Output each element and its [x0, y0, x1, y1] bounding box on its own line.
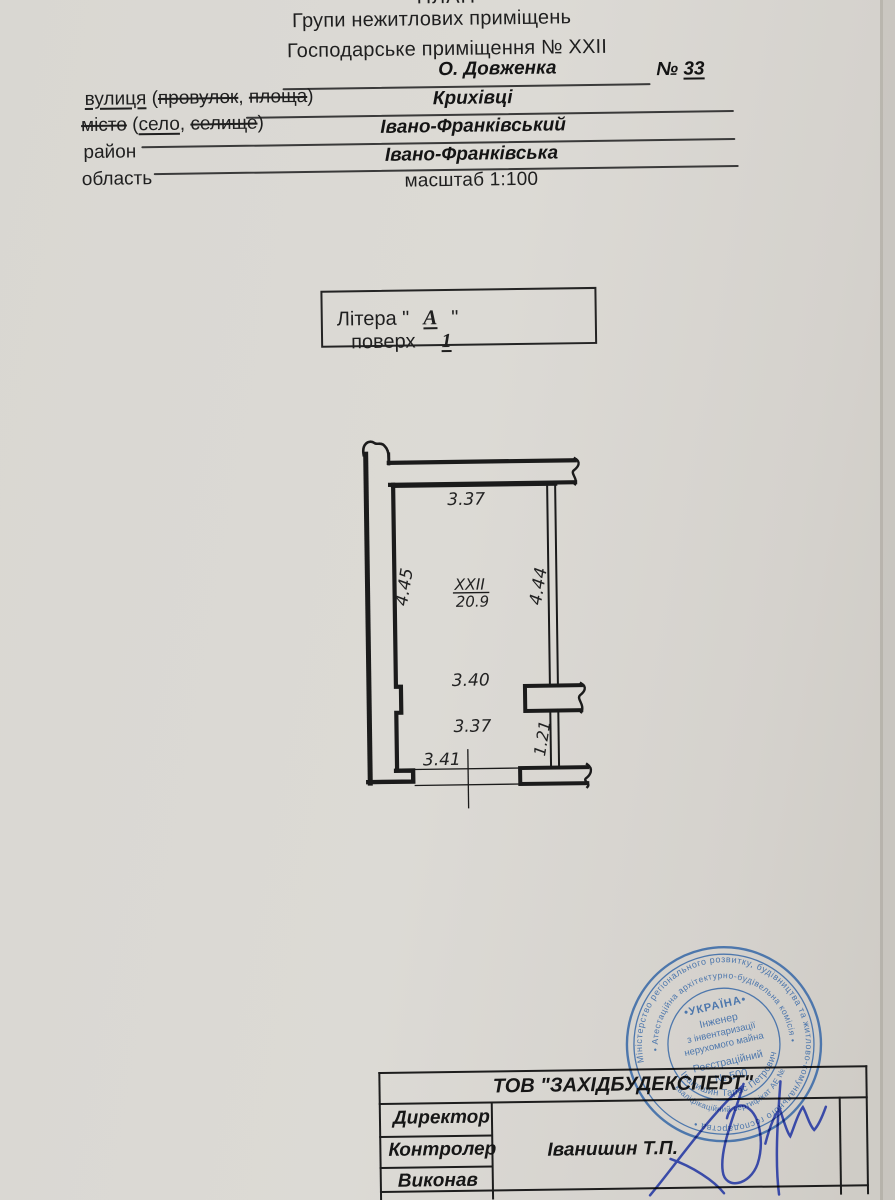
dim-top: 3.37	[447, 489, 485, 510]
role-executor: Виконав	[397, 1169, 479, 1192]
wall-break-top-right	[571, 456, 580, 486]
table-line-row2	[379, 1165, 493, 1170]
city-alt2-struck: селище	[190, 112, 258, 135]
role-controller: Контролер	[388, 1138, 497, 1161]
street-alt1-struck: провулок	[157, 86, 239, 110]
separator: ,	[179, 113, 191, 135]
wall-block-bottom	[518, 765, 590, 787]
number-sign: №	[656, 58, 684, 81]
street-value: О. Довженка	[437, 57, 557, 81]
wall-left-outer	[363, 451, 373, 786]
city-alt1-underlined: село	[138, 113, 180, 136]
signature	[648, 1080, 828, 1197]
wall-break-mid	[577, 681, 586, 714]
room-area: 20.9	[456, 592, 490, 610]
round-stamp: Міністерство регіонального розвитку, буд…	[616, 936, 832, 1151]
litera-label: Літера	[336, 307, 397, 331]
dim-lower: 3.37	[453, 716, 491, 737]
dimension-extension-line	[467, 749, 470, 809]
wall-bottom-left	[366, 768, 416, 785]
wall-left-inner	[390, 482, 404, 771]
floor-label: поверх	[350, 330, 416, 354]
paper-edge-line	[880, 0, 883, 1200]
signature-stroke-tail	[669, 1157, 726, 1195]
region-value: Івано-Франківська	[384, 142, 559, 166]
scale-note: масштаб 1:100	[404, 168, 539, 192]
paper-edge-margin	[883, 0, 895, 1200]
street-alt2-struck: площа	[248, 85, 308, 108]
signature-stroke-w	[764, 1104, 828, 1145]
wall-break-bottom-right	[584, 762, 593, 789]
signature-stroke-vertical	[775, 1080, 782, 1196]
wall-break-top-left	[361, 440, 391, 460]
street-label-word: вулиця	[84, 88, 147, 111]
quote-open: "	[402, 307, 410, 330]
room-number: XXII	[453, 576, 485, 594]
wall-right-line2	[554, 484, 559, 685]
street-label: вулиця (провулок, площа)	[85, 86, 314, 111]
dim-bottom: 3.41	[423, 750, 461, 771]
number-value: 33	[683, 58, 705, 80]
city-label: місто (село, селище)	[81, 113, 264, 138]
stamp-outer-circle	[625, 946, 823, 1143]
street-number: № 33	[656, 58, 705, 81]
litera-box: Літера " А " поверх 1	[320, 286, 598, 353]
floor-value: 1	[441, 329, 452, 353]
litera-text: Літера " А " поверх 1	[337, 303, 596, 355]
dim-mid: 3.40	[452, 670, 490, 691]
stamp-inner-circle	[667, 987, 781, 1101]
wall-right-line1-lower	[549, 711, 553, 768]
paren-close: )	[257, 112, 264, 134]
floor-plan-drawing: 3.37 4.45 XXII 20.9 4.44 3.40 3.37 3.41 …	[361, 440, 593, 809]
stamp-outer-circle2	[633, 953, 815, 1135]
wall-top-outer	[386, 458, 577, 465]
table-line-row1	[379, 1134, 493, 1139]
wall-block-mid	[522, 683, 584, 713]
litera-letter: А	[423, 305, 438, 330]
quote-close: "	[451, 306, 459, 329]
wall-right-line2-lower	[557, 711, 561, 768]
role-director: Директор	[392, 1106, 491, 1129]
wall-right-line1	[546, 484, 551, 685]
district-label: район	[83, 141, 137, 164]
paren-close: )	[307, 85, 314, 107]
city-value: Крихівці	[432, 87, 513, 110]
wall-top-inner	[387, 480, 578, 487]
room-top-line	[390, 483, 558, 489]
city-label-struck: місто	[80, 114, 128, 137]
signature-stroke-diagonal	[648, 1084, 744, 1197]
district-value: Івано-Франківський	[380, 114, 567, 138]
separator: ,	[238, 86, 250, 108]
signature-stroke-loop	[721, 1082, 762, 1185]
